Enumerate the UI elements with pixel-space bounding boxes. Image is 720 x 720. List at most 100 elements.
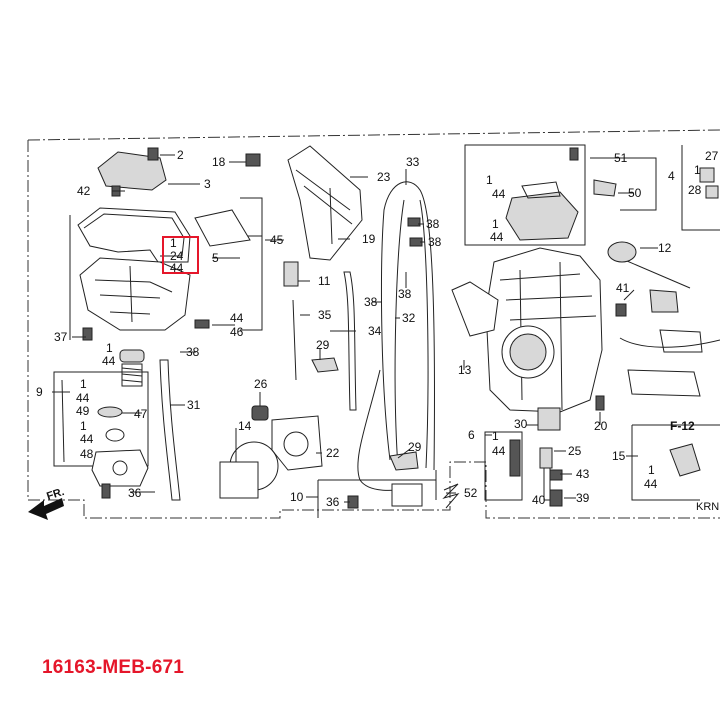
callout-35: 35 bbox=[318, 308, 332, 322]
clip-38 bbox=[407, 217, 421, 227]
spring-52 bbox=[442, 483, 460, 509]
callout-23: 23 bbox=[377, 170, 391, 184]
bracket-29-top bbox=[311, 357, 339, 373]
highlight-line-2: 24 bbox=[170, 249, 184, 263]
nut-11 bbox=[283, 261, 299, 287]
callout-38-c: 38 bbox=[398, 287, 412, 301]
callout-31: 31 bbox=[187, 398, 201, 412]
callout-29-b: 29 bbox=[408, 440, 422, 454]
cable-bracket-detail bbox=[295, 169, 353, 245]
cable-10 bbox=[357, 369, 421, 491]
screw-51 bbox=[569, 147, 579, 161]
nut-41 bbox=[615, 303, 627, 317]
callout-13: 13 bbox=[458, 363, 472, 377]
pump-diaphragm bbox=[119, 349, 145, 363]
callout-38-e: 38 bbox=[428, 235, 442, 249]
screw-head-12 bbox=[607, 241, 637, 263]
callout-1-d: 1 bbox=[486, 173, 493, 187]
callout-1-f: 1 bbox=[694, 163, 701, 177]
callout-39: 39 bbox=[576, 491, 590, 505]
callout-5: 5 bbox=[212, 251, 219, 265]
carburetor-body bbox=[485, 247, 603, 413]
callout-38-a: 38 bbox=[186, 345, 200, 359]
highlight-box bbox=[162, 236, 199, 274]
gasket-14 bbox=[219, 461, 259, 499]
callout-4: 4 bbox=[668, 169, 675, 183]
callout-18: 18 bbox=[212, 155, 226, 169]
callout-20: 20 bbox=[594, 419, 608, 433]
callout-19: 19 bbox=[362, 232, 376, 246]
screw-18 bbox=[245, 153, 261, 167]
callout-46: 46 bbox=[230, 325, 244, 339]
screw-2 bbox=[147, 147, 159, 161]
callout-1-h: 1 bbox=[648, 463, 655, 477]
callout-2: 2 bbox=[177, 148, 184, 162]
part-number: 16163-MEB-671 bbox=[42, 657, 185, 678]
callout-44-d: 44 bbox=[80, 432, 94, 446]
callout-38-d: 38 bbox=[426, 217, 440, 231]
gasket-1 bbox=[521, 181, 561, 199]
callout-52: 52 bbox=[464, 486, 478, 500]
link-50 bbox=[593, 179, 617, 197]
reference-f12: F-12 bbox=[670, 419, 695, 433]
callout-1-g: 1 bbox=[492, 429, 499, 443]
callout-26: 26 bbox=[254, 377, 268, 391]
callout-10: 10 bbox=[290, 490, 304, 504]
front-arrow: FR. bbox=[28, 486, 66, 520]
callout-48: 48 bbox=[80, 447, 94, 461]
fitting-30 bbox=[537, 407, 561, 431]
jet-43 bbox=[549, 469, 563, 481]
throttle-lever-13 bbox=[451, 281, 499, 337]
leader-lines bbox=[52, 154, 658, 503]
pump-cover bbox=[91, 449, 149, 487]
screw-20 bbox=[595, 395, 605, 411]
front-arrow-label: FR. bbox=[45, 486, 66, 503]
screw-37 bbox=[82, 327, 93, 341]
vent-tube-32 bbox=[381, 181, 435, 471]
callout-50: 50 bbox=[628, 186, 642, 200]
callout-44-e: 44 bbox=[492, 187, 506, 201]
front-arrow-icon bbox=[28, 498, 64, 520]
pump-spring bbox=[121, 363, 143, 387]
callout-41: 41 bbox=[616, 281, 630, 295]
group-frame-top-right bbox=[464, 144, 586, 246]
tube-34 bbox=[343, 271, 357, 411]
sensor-right bbox=[649, 289, 679, 313]
callout-28: 28 bbox=[688, 183, 702, 197]
spring-44 bbox=[105, 428, 125, 442]
pump-cover-hole bbox=[112, 460, 128, 476]
bracket-29 bbox=[389, 451, 419, 471]
float-bowl-gasket bbox=[77, 207, 191, 263]
top-cover-assembly bbox=[505, 191, 579, 241]
drain-tube-31 bbox=[159, 359, 181, 501]
highlight-line-1: 1 bbox=[170, 236, 177, 250]
callout-29-a: 29 bbox=[316, 338, 330, 352]
group-frame-far-right bbox=[681, 145, 720, 231]
callout-30: 30 bbox=[514, 417, 528, 431]
callout-6: 6 bbox=[468, 428, 475, 442]
callout-42: 42 bbox=[77, 184, 91, 198]
jet-39 bbox=[549, 489, 563, 507]
callout-34: 34 bbox=[368, 324, 382, 338]
callout-1-e: 1 bbox=[492, 217, 499, 231]
highlight-line-3: 44 bbox=[170, 261, 184, 275]
callout-36-b: 36 bbox=[326, 495, 340, 509]
screw-36-left bbox=[101, 483, 111, 499]
throttle-body-22 bbox=[271, 415, 323, 471]
jet-25 bbox=[539, 447, 553, 469]
float-bowl bbox=[79, 257, 191, 331]
float-bowl-detail bbox=[94, 265, 173, 323]
vent-tube-33 bbox=[394, 199, 429, 469]
oring-47 bbox=[97, 406, 123, 418]
carburetor-bore-inner bbox=[509, 333, 547, 371]
diagram-code: KRN bbox=[696, 501, 719, 513]
washer-28 bbox=[705, 185, 719, 199]
spring-27 bbox=[699, 167, 715, 183]
callout-14: 14 bbox=[238, 419, 252, 433]
callout-44-c: 44 bbox=[76, 391, 90, 405]
screw-38-small bbox=[194, 319, 210, 329]
group-frame-cover-51 bbox=[590, 157, 657, 211]
callout-44-a: 44 bbox=[230, 311, 244, 325]
throttle-bore bbox=[283, 431, 309, 457]
